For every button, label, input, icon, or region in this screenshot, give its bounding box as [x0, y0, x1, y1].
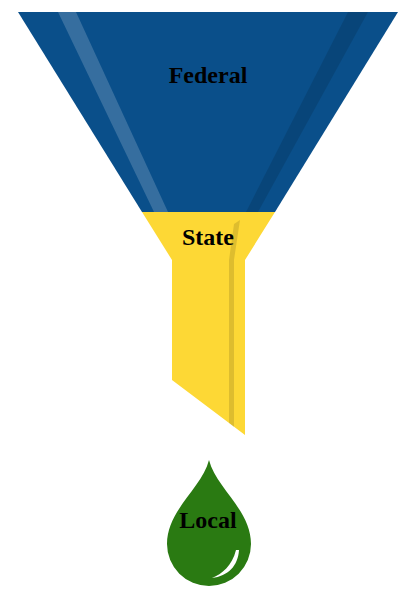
state-band: State [142, 212, 275, 435]
federal-band-outline [18, 12, 398, 212]
tier-label: Local [179, 507, 236, 533]
federal-band: Federal [18, 12, 398, 212]
tier-label: Federal [169, 62, 248, 88]
tier-label: State [182, 224, 234, 250]
local-drop: Local [166, 458, 252, 586]
